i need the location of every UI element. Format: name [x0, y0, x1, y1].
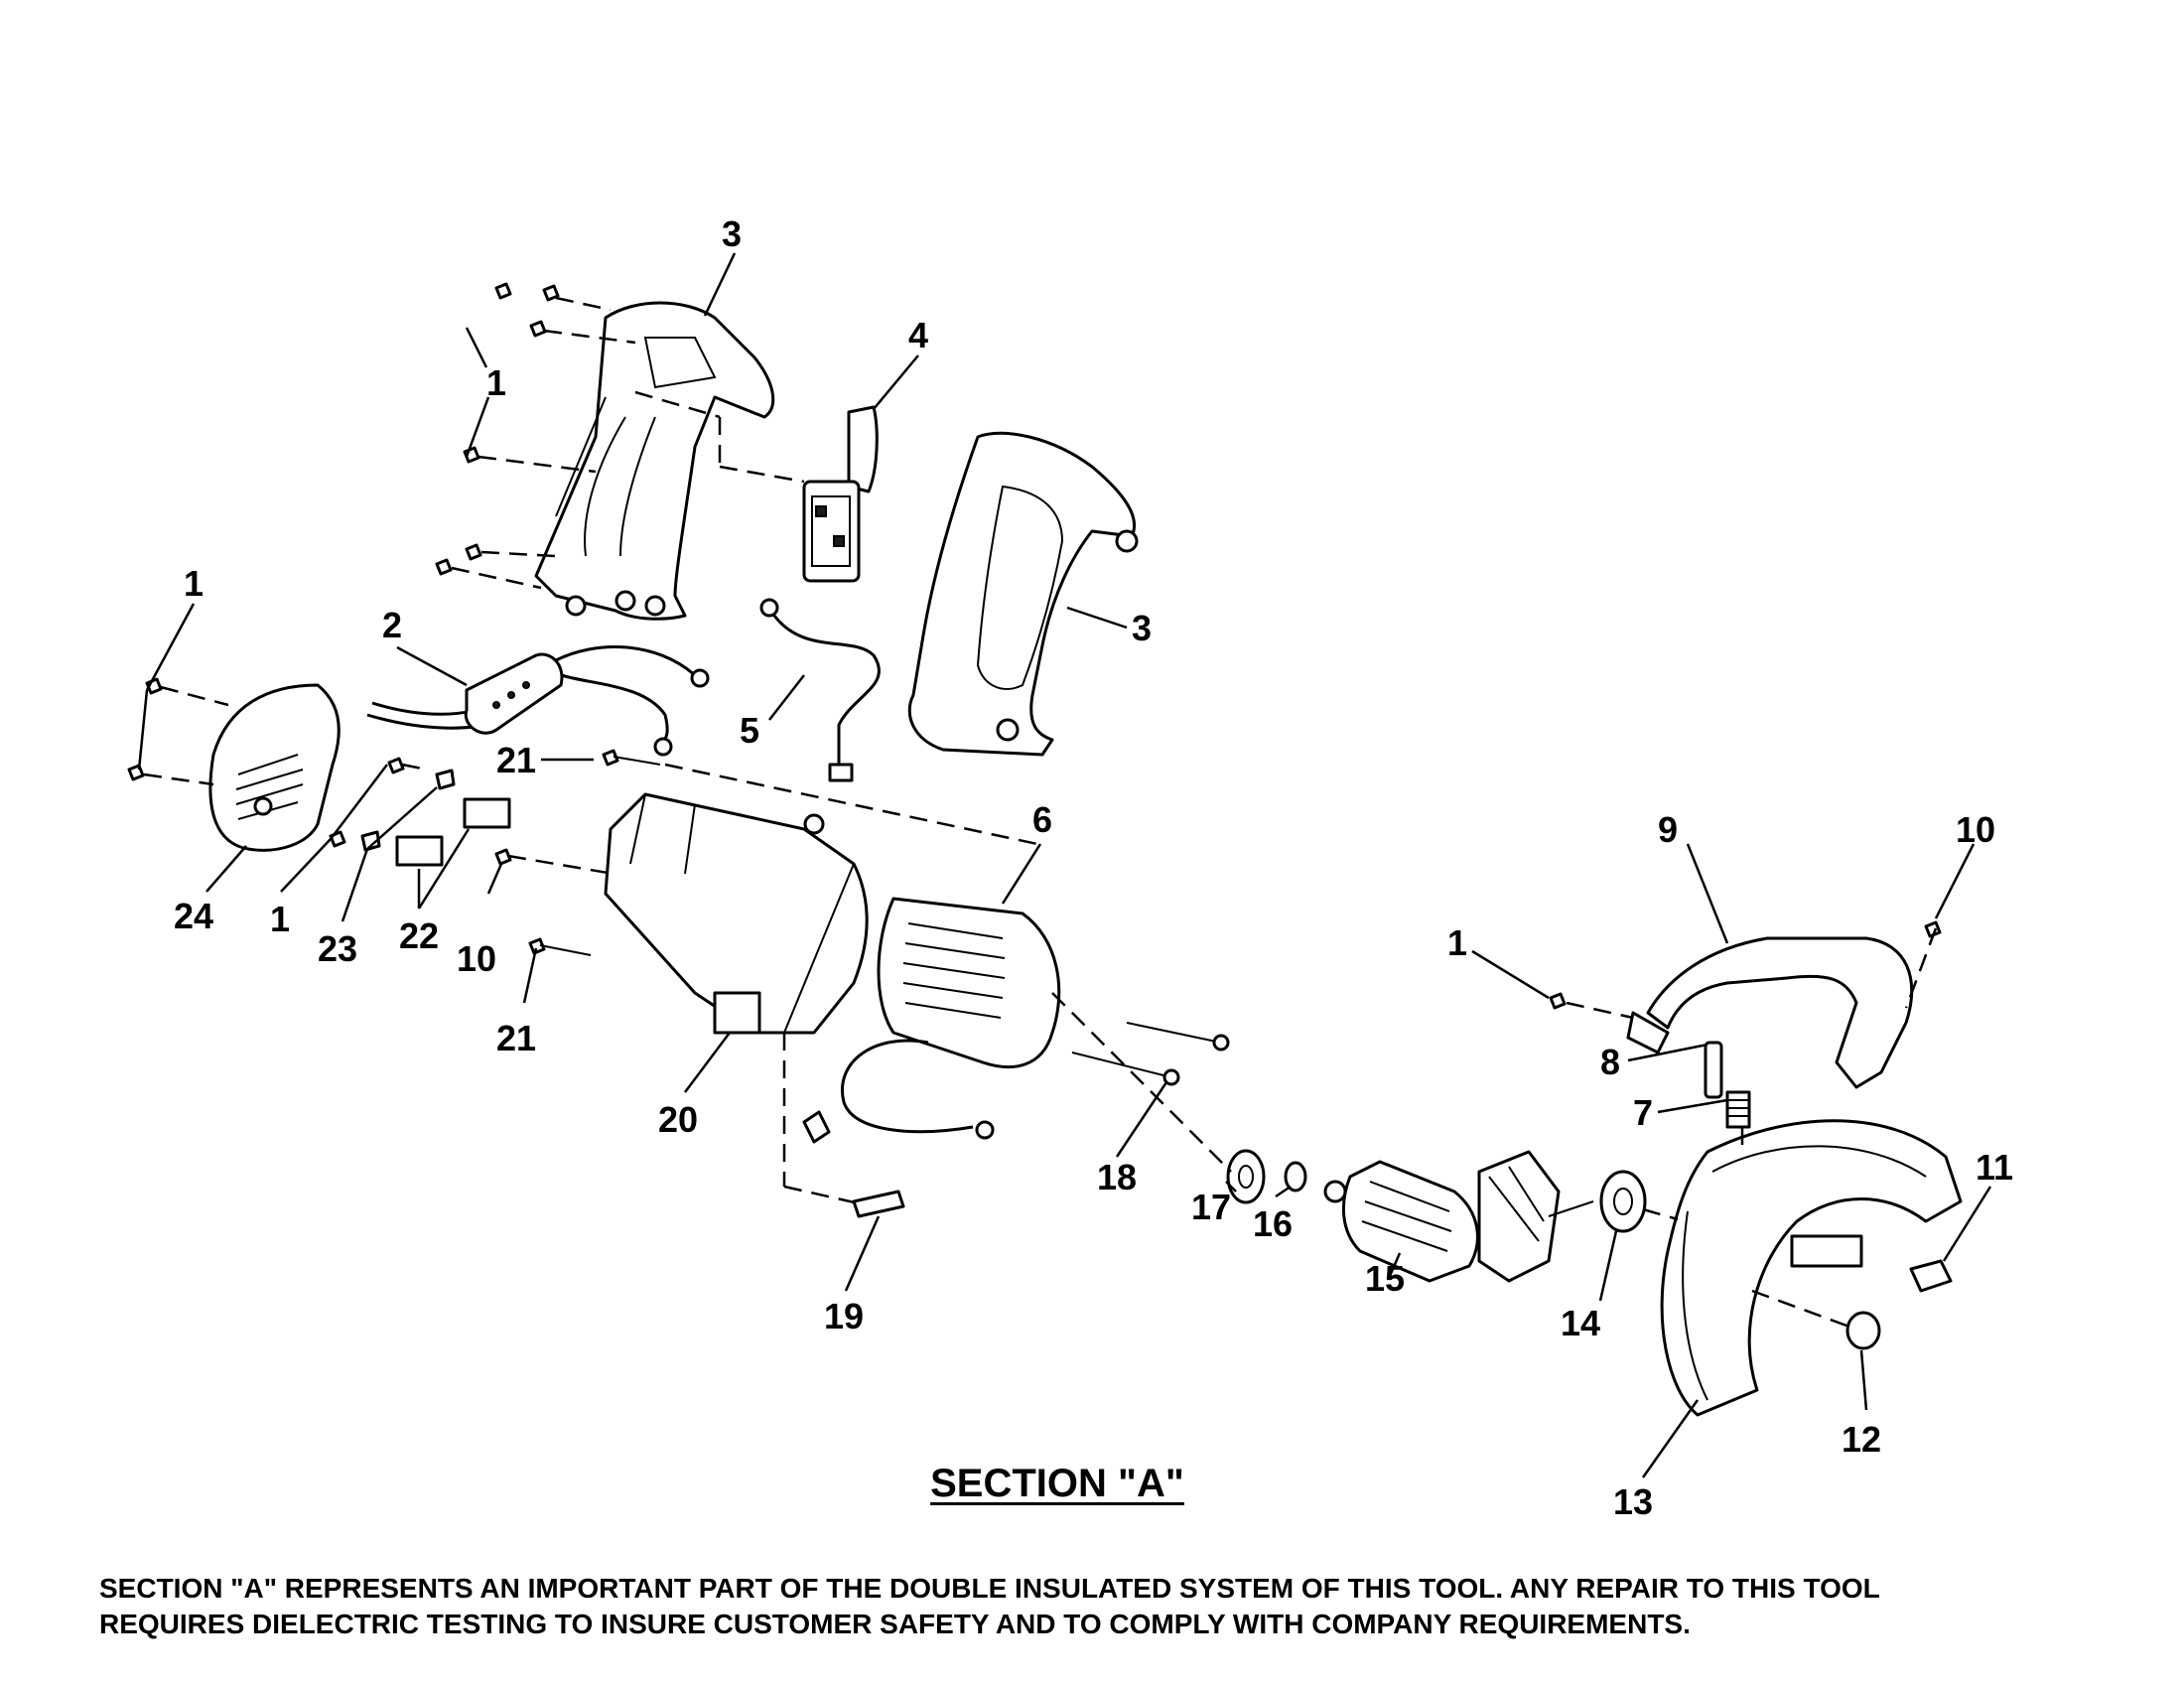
callout-labels: 3 4 1 1 2 3 5 21 6 9 10 24 1 23 22 10 1 …: [174, 213, 2013, 1522]
callout-8: 8: [1600, 1042, 1620, 1082]
callout-19: 19: [824, 1296, 864, 1336]
callout-1-handle-right: 1: [1447, 922, 1467, 963]
terminal-19: [852, 1190, 905, 1218]
callout-7: 7: [1633, 1092, 1653, 1133]
field-coil: [841, 897, 1061, 1140]
callout-11: 11: [1976, 1147, 2013, 1188]
callout-22: 22: [399, 915, 439, 956]
callout-10-left: 10: [457, 938, 496, 979]
pin-8: [1704, 1041, 1723, 1099]
callout-23: 23: [318, 928, 357, 969]
section-title: SECTION "A": [930, 1462, 1184, 1505]
callout-6: 6: [1032, 799, 1052, 840]
leader-lines: [137, 252, 1992, 1478]
callout-20: 20: [658, 1099, 698, 1140]
callout-1-handle: 1: [486, 362, 506, 403]
callout-21-upper: 21: [496, 740, 536, 780]
spring-7: [1725, 1090, 1751, 1129]
switch-wire: [759, 598, 881, 782]
footnote-line-2: REQUIRES DIELECTRIC TESTING TO INSURE CU…: [99, 1609, 1691, 1639]
motor-housing: [604, 792, 869, 1035]
trigger-switch: [802, 405, 879, 583]
callout-17: 17: [1191, 1187, 1231, 1227]
callout-12: 12: [1842, 1419, 1881, 1460]
callout-13: 13: [1613, 1481, 1653, 1522]
callout-15: 15: [1365, 1258, 1405, 1299]
callout-5: 5: [740, 710, 759, 751]
armature: [1323, 1150, 1594, 1283]
callout-24: 24: [174, 896, 213, 936]
handle-half-left: [534, 301, 775, 621]
callout-1-endcap: 1: [184, 563, 204, 604]
bearing-14: [1599, 1170, 1647, 1233]
nut-12: [1845, 1311, 1881, 1350]
callout-21-lower: 21: [496, 1018, 536, 1058]
callout-14: 14: [1561, 1303, 1600, 1343]
brush-cap-23: [360, 769, 456, 852]
power-cord: [366, 645, 710, 757]
handle-half-right: [907, 431, 1139, 757]
washer-16: [1284, 1161, 1307, 1193]
dielectric-testing-footnote: SECTION "A" REPRESENTS AN IMPORTANT PART…: [99, 1571, 2105, 1642]
callout-4: 4: [908, 315, 928, 355]
bearing-17: [1226, 1149, 1266, 1204]
nut-11: [1909, 1259, 1953, 1293]
callout-3-right: 3: [1132, 608, 1152, 648]
footnote-line-1: SECTION "A" REPRESENTS AN IMPORTANT PART…: [99, 1573, 1880, 1604]
callout-10-right: 10: [1956, 809, 1995, 850]
callout-2: 2: [382, 605, 402, 645]
callout-1-lower: 1: [270, 899, 290, 939]
brush-22: [395, 797, 511, 867]
callout-9: 9: [1658, 809, 1678, 850]
callout-18: 18: [1097, 1157, 1137, 1197]
callout-3-top: 3: [722, 213, 742, 254]
callout-16: 16: [1253, 1203, 1293, 1244]
blade-guard: [1660, 1119, 1963, 1417]
assembly-lines: [143, 296, 1938, 1328]
end-cap: [208, 683, 341, 852]
auxiliary-handle: [1626, 936, 1914, 1089]
clip-diamond: [802, 1110, 831, 1144]
